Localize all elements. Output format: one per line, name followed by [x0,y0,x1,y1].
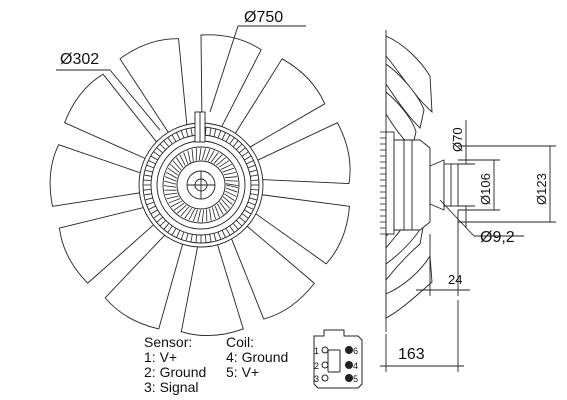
sensor-legend-item: 3: Signal [144,379,199,395]
sensor-legend-title: Sensor: [144,334,193,350]
dim-302-label: Ø302 [60,51,99,68]
dim-163-lines [380,300,464,372]
dim-123-label: Ø123 [534,173,549,205]
clutch-center [176,160,226,210]
pin-4-label: 4 [353,361,358,371]
fan-blade [253,122,351,185]
coil-legend-item: 4: Ground [226,349,289,365]
pin-6-label: 6 [353,346,358,356]
dim-302-leader [56,69,161,131]
pin-1-label: 1 [314,346,319,356]
fan-blade [58,206,157,284]
fan-blade [119,38,188,137]
dim-70-label: Ø70 [450,127,465,152]
pin-2-label: 2 [314,361,319,371]
sensor-legend-item: 2: Ground [144,364,207,380]
fan-blade [200,34,262,131]
dim-24-lines [416,210,470,296]
hub-fins [143,127,259,243]
dim-750-leader [209,25,306,113]
coil-legend-item: 5: V+ [226,364,260,380]
pin-3-label: 3 [314,374,319,384]
sensor-bracket [194,111,206,143]
dim-24-label: 24 [448,272,462,287]
connector [313,329,363,389]
dim-106-label: Ø106 [478,173,493,205]
pin-5-label: 5 [353,374,358,384]
coil-legend: Coil: 4: Ground 5: V+ [226,335,288,380]
fan-blade [232,58,326,150]
dim-9-2-leader [439,199,524,237]
side-fins [380,131,386,235]
dim-70-lines [458,120,475,228]
fan-blade [64,73,160,161]
fan-blade [104,231,185,330]
dim-9-2-label: Ø9,2 [480,229,515,246]
fan-blades [49,34,351,337]
fan-blade [252,193,350,265]
coil-legend-title: Coil: [226,334,255,350]
sensor-legend: Sensor: 1: V+ 2: Ground 3: Signal [144,335,206,395]
dim-106-lines [458,159,500,211]
side-view [385,30,459,332]
fan-blade [229,223,315,320]
dim-123-lines [458,145,556,223]
fan-blade [180,240,244,337]
dim-163-label: 163 [398,346,425,363]
clutch-fins [163,147,239,223]
sensor-legend-item: 1: V+ [144,349,178,365]
dim-750-label: Ø750 [244,9,283,26]
fan-blade [49,144,145,207]
